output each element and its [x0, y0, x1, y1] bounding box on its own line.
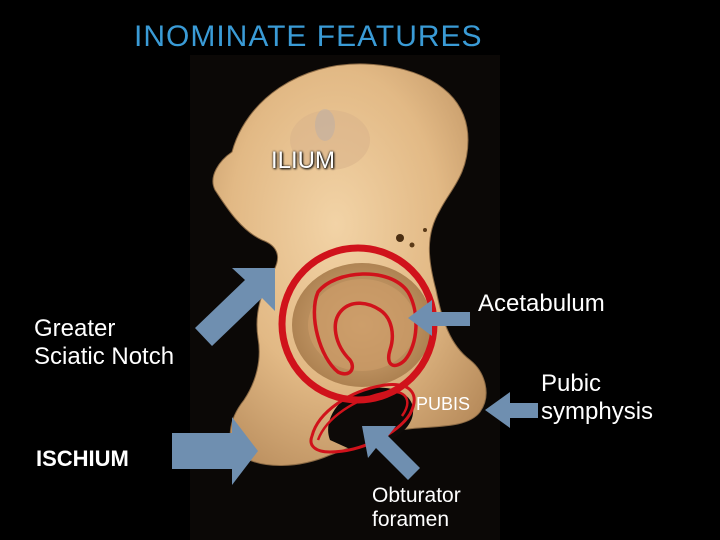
label-ischium-text: ISCHIUM [36, 446, 129, 471]
label-obturator-foramen: Obturator foramen [372, 484, 461, 532]
obturator-outline [309, 383, 416, 454]
slide-title: INOMINATE FEATURES [134, 20, 483, 53]
label-obturator-line2: foramen [372, 508, 450, 532]
label-pubis: PUBIS [416, 394, 470, 415]
ischium-arrow [172, 417, 258, 485]
label-obturator-line1: Obturator [372, 484, 461, 507]
label-pubis-text: PUBIS [416, 394, 471, 414]
label-greater-sciatic-notch-line2: Sciatic Notch [34, 342, 175, 370]
label-ischium: ISCHIUM [36, 446, 129, 471]
label-acetabulum: Acetabulum [478, 290, 605, 318]
label-ilium: ILIUM [271, 147, 336, 174]
sciatic-notch-arrow [195, 268, 275, 346]
label-pubic-symphysis: Pubic symphysis [541, 370, 653, 425]
lunate-surface-outline [312, 272, 418, 376]
pubic-symphysis-arrow [485, 392, 538, 428]
label-greater-sciatic-notch-line1: Greater [34, 315, 116, 342]
label-pubic-symphysis-line1: Pubic [541, 370, 602, 397]
label-greater-sciatic-notch: Greater Sciatic Notch [34, 315, 174, 370]
acetabulum-arrow [408, 300, 470, 336]
obturator-arrow [362, 426, 420, 480]
label-pubic-symphysis-line2: symphysis [541, 397, 654, 425]
label-acetabulum-text: Acetabulum [478, 290, 605, 317]
